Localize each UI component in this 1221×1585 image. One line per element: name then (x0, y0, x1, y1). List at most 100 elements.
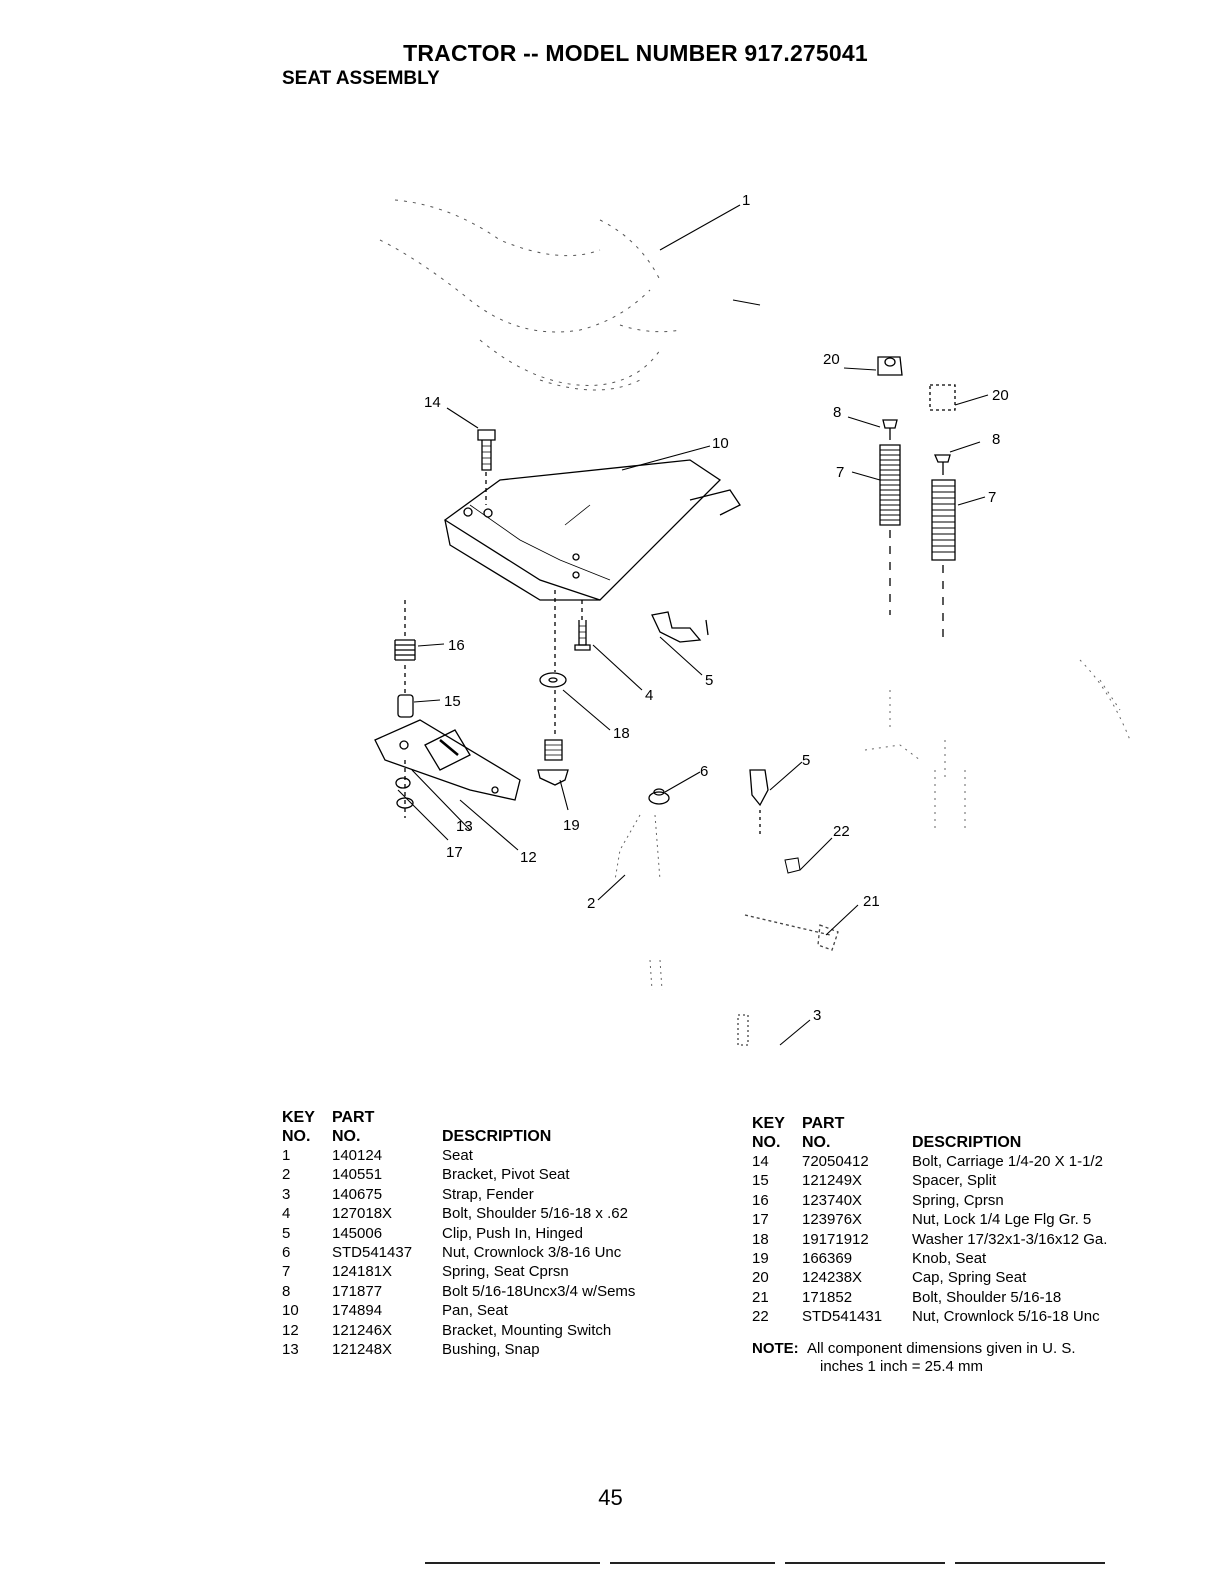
callout-19: 19 (563, 817, 580, 834)
part-no: STD541437 (332, 1243, 413, 1261)
page-title: TRACTOR -- MODEL NUMBER 917.275041 (403, 40, 868, 66)
callout-5b: 5 (802, 752, 810, 769)
key-no: 2 (282, 1166, 291, 1184)
part-no: 72050412 (802, 1153, 869, 1170)
header-key-line1: KEY (282, 1109, 315, 1126)
part-description: Pan, Seat (442, 1302, 508, 1320)
header-part-line2: NO. (802, 1134, 831, 1151)
key-no: 8 (282, 1282, 291, 1300)
part-description: Nut, Crownlock 5/16-18 Unc (912, 1308, 1100, 1326)
key-no: 12 (282, 1321, 299, 1339)
part-description: Spring, Seat Cprsn (442, 1263, 569, 1281)
key-no: 19 (752, 1249, 769, 1267)
callout-7: 7 (836, 464, 844, 481)
part-no: 166369 (802, 1249, 853, 1267)
part-no: 121248X (332, 1340, 393, 1358)
part-no: 124181X (332, 1263, 393, 1281)
callout-21: 21 (863, 893, 880, 910)
part-no: 174894 (332, 1302, 383, 1320)
shoulder-bolt-part (574, 600, 591, 651)
pivot-seat-bracket (614, 814, 663, 991)
note-label: NOTE: (752, 1340, 799, 1357)
part-description: Bracket, Mounting Switch (442, 1321, 612, 1339)
part-description: Spacer, Split (912, 1172, 997, 1190)
header-description: DESCRIPTION (912, 1134, 1022, 1151)
header-part-line1: PART (332, 1109, 375, 1126)
callout-2: 2 (587, 895, 595, 912)
key-no: 18 (752, 1230, 769, 1248)
callout-12: 12 (520, 849, 537, 866)
part-description: Clip, Push In, Hinged (442, 1224, 583, 1242)
part-description: Knob, Seat (912, 1249, 987, 1267)
footer-rule (610, 1562, 775, 1564)
key-no: 17 (752, 1211, 769, 1229)
seat-pan (443, 459, 741, 601)
part-no: STD541431 (802, 1308, 883, 1326)
key-no: 14 (752, 1153, 769, 1170)
washer-part (539, 590, 567, 735)
part-description: Nut, Crownlock 3/8-16 Unc (442, 1243, 622, 1261)
callout-8b: 8 (992, 431, 1000, 448)
part-no: 19171912 (802, 1230, 869, 1248)
part-no: 127018X (332, 1205, 393, 1223)
callout-3: 3 (813, 1007, 821, 1024)
table-row: 19 166369 Knob, Seat (752, 1249, 1172, 1268)
callout-20: 20 (823, 351, 840, 368)
page-number: 45 (598, 1485, 623, 1510)
part-no: 171877 (332, 1282, 383, 1300)
part-no: 123740X (802, 1191, 863, 1209)
callout-8: 8 (833, 404, 841, 421)
mounting-switch-bracket (374, 719, 521, 801)
header-key-line2: NO. (752, 1134, 781, 1151)
callout-7b: 7 (988, 489, 996, 506)
crownlock-nut-small (784, 857, 801, 874)
table-row: 14 72050412 Bolt, Carriage 1/4-20 X 1-1/2 (752, 1152, 1172, 1171)
bushing-and-nut (395, 760, 414, 818)
key-no: 6 (282, 1243, 291, 1261)
key-no: 7 (282, 1263, 291, 1281)
crownlock-nut-part (648, 788, 670, 805)
table-row: 7 124181X Spring, Seat Cprsn (282, 1262, 702, 1281)
key-no: 21 (752, 1288, 769, 1306)
callout-16: 16 (448, 637, 465, 654)
part-description: Washer 17/32x1-3/16x12 Ga. (912, 1230, 1108, 1248)
key-no: 5 (282, 1224, 291, 1242)
spring-stack-right (929, 384, 956, 640)
footer-rule (785, 1562, 945, 1564)
key-no: 16 (752, 1191, 769, 1209)
callout-5: 5 (705, 672, 713, 689)
spring-cprsn-part (394, 600, 416, 661)
footer-rule (425, 1562, 600, 1564)
key-no: 20 (752, 1269, 769, 1287)
header-description: DESCRIPTION (442, 1128, 552, 1145)
fender-strap-part (737, 1014, 749, 1046)
part-description: Bolt, Shoulder 5/16-18 (912, 1288, 1062, 1306)
part-no: 123976X (802, 1211, 863, 1229)
callout-14: 14 (424, 394, 441, 411)
callout-15: 15 (444, 693, 461, 710)
key-no: 4 (282, 1205, 291, 1223)
key-no: 1 (282, 1147, 291, 1164)
callout-6: 6 (700, 763, 708, 780)
part-description: Bolt, Shoulder 5/16-18 x .62 (442, 1205, 628, 1223)
part-no: 121249X (802, 1172, 863, 1190)
spring-stack-left (877, 356, 903, 615)
table-row: 6 STD541437 Nut, Crownlock 3/8-16 Unc (282, 1243, 702, 1262)
part-no: 121246X (332, 1321, 393, 1339)
push-in-clip-part (651, 611, 709, 643)
note-line1: All component dimensions given in U. S. (807, 1340, 1076, 1357)
part-description: Strap, Fender (442, 1185, 534, 1203)
part-description: Bolt, Carriage 1/4-20 X 1-1/2 (912, 1153, 1103, 1170)
